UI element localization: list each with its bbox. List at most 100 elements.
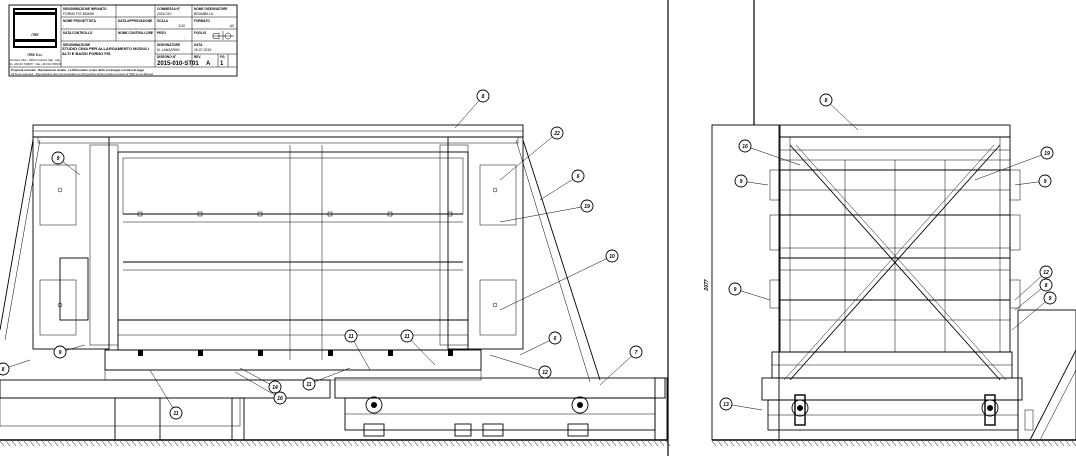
- balloon-circle: [1043, 291, 1057, 305]
- tb-label-data-controllo: DATA CONTROLLO: [63, 31, 93, 35]
- balloon-label: 16: [277, 396, 283, 402]
- balloon-circle: [738, 139, 752, 153]
- tb-label-disegno: DISEGNO N°: [157, 55, 177, 59]
- balloon-circle: [719, 397, 733, 411]
- leader-line: [744, 145, 801, 166]
- title-block: ITEK ITEK S.r.l. Via Gela, 18/A - 16010 …: [8, 4, 238, 77]
- tb-value-peso: -: [184, 36, 185, 40]
- company-address-1: Via Gela, 18/A - 16010 Ceranesi (GE) - I…: [10, 58, 61, 62]
- tb-label-scala: SCALA: [157, 19, 169, 23]
- balloon-circle: [1039, 265, 1053, 279]
- balloon-label: 9: [1044, 179, 1047, 185]
- balloon-label: 9: [57, 156, 60, 162]
- balloon-circle: [169, 406, 183, 420]
- leader-line: [1011, 297, 1051, 331]
- leader-line: [519, 337, 556, 356]
- balloon-circle: [273, 391, 287, 405]
- tb-value-disegnatore-nome: BRAMBILLA: [194, 12, 214, 16]
- balloon-circle: [344, 329, 358, 343]
- leader-line: [974, 152, 1048, 181]
- balloon-label: 6: [554, 336, 557, 342]
- tb-note-2: All items reserved - Reproduction and co…: [11, 72, 153, 76]
- tb-label-peso: PESO: [157, 31, 166, 35]
- tb-label-fg: FG.: [220, 55, 225, 59]
- balloon-circle: [0, 362, 10, 376]
- leader-line: [499, 255, 613, 311]
- balloon-circle: [1040, 146, 1054, 160]
- tb-value-progettista: -: [63, 24, 64, 28]
- balloon-label: 11: [404, 334, 409, 340]
- leader-line: [149, 369, 177, 414]
- leader-line: [234, 371, 281, 399]
- height-dimension: 2077: [704, 279, 710, 291]
- balloon-circle: [1039, 278, 1053, 292]
- tb-label-data: DATA: [194, 43, 203, 47]
- balloon-label: 9: [1049, 296, 1052, 302]
- balloon-circle: [53, 345, 67, 359]
- tb-value-formato: A0: [230, 24, 234, 28]
- balloon-label: 9: [740, 179, 743, 185]
- tb-label-denominazione: DENOMINAZIONE: [63, 43, 90, 47]
- balloon-label: 11: [348, 334, 353, 340]
- balloon-circle: [400, 329, 414, 343]
- leader-line: [406, 335, 436, 366]
- tb-value-disegnatore: M. LANZARINI: [157, 48, 179, 52]
- company-name: ITEK S.r.l.: [28, 53, 43, 57]
- leader-line: [350, 335, 371, 371]
- leader-line: [499, 132, 558, 181]
- balloon-label: 10: [609, 254, 615, 260]
- tb-label-rev: REV.: [194, 55, 201, 59]
- tb-value-data-controllo: -: [63, 36, 64, 40]
- leader-line: [239, 367, 276, 388]
- tb-label-disegnatore: DISEGNATORE: [157, 43, 180, 47]
- balloon-circle: [728, 282, 742, 296]
- tb-value-rev: A: [206, 61, 211, 67]
- balloon-circle: [302, 377, 316, 391]
- tb-value-approvazione: -: [118, 24, 119, 28]
- balloon-circle: [1038, 174, 1052, 188]
- balloon-circle: [734, 174, 748, 188]
- tb-value-impianto: FORNO FIS 350MW: [63, 12, 95, 16]
- balloon-label: 7: [635, 350, 638, 356]
- balloon-circle: [550, 126, 564, 140]
- balloon-label: 9: [59, 350, 62, 356]
- balloon-label: 12: [542, 370, 548, 376]
- tb-value-disegno: 2015-010-ST01: [157, 61, 199, 67]
- logo-text: ITEK: [31, 33, 39, 37]
- balloon-circle: [571, 169, 585, 183]
- balloon-label: 8: [2, 367, 5, 373]
- tb-note-1: Proprietà riservata - Riproduzione vieta…: [11, 68, 144, 72]
- balloon-label: 8: [1045, 283, 1048, 289]
- leader-line: [308, 367, 351, 385]
- leader-line: [499, 205, 588, 223]
- balloon-circle: [51, 151, 65, 165]
- balloon-label: 8: [825, 98, 828, 104]
- front-elevation-view: [0, 124, 671, 447]
- ground-hatch-right: [711, 440, 1076, 447]
- balloon-label: 9: [734, 287, 737, 293]
- tb-label-disegnatore-nome: NOME DISEGNATORE: [194, 7, 228, 11]
- balloon-circle: [268, 380, 282, 394]
- tb-label-foglio: FOGLIO: [194, 31, 207, 35]
- tb-label-formato: FORMATO: [194, 19, 210, 23]
- balloon-label: 16: [742, 144, 748, 150]
- projection-symbol: [212, 31, 234, 40]
- itek-logo: ITEK: [13, 8, 57, 48]
- tb-label-impianto: DENOMINAZIONE IMPIANTO: [63, 7, 107, 11]
- leader-line: [599, 351, 637, 386]
- balloon-label: 8: [482, 94, 485, 100]
- balloon-circle: [548, 331, 562, 345]
- leader-line: [1014, 284, 1047, 311]
- tb-value-scala: 1/10: [178, 24, 185, 28]
- leader-line: [825, 99, 859, 131]
- balloon-label: 19: [584, 204, 590, 210]
- balloon-circle: [819, 93, 833, 107]
- balloon-label: 11: [173, 411, 178, 417]
- balloon-circle: [476, 89, 490, 103]
- balloon-label: 22: [553, 131, 560, 137]
- tb-value-denominazione: STUDIO CINA PER ALLARGAMENTO MODULI ALTI…: [62, 47, 149, 56]
- tb-label-commessa: COMMESSA N°: [157, 7, 181, 11]
- balloon-label: 19: [1044, 151, 1050, 157]
